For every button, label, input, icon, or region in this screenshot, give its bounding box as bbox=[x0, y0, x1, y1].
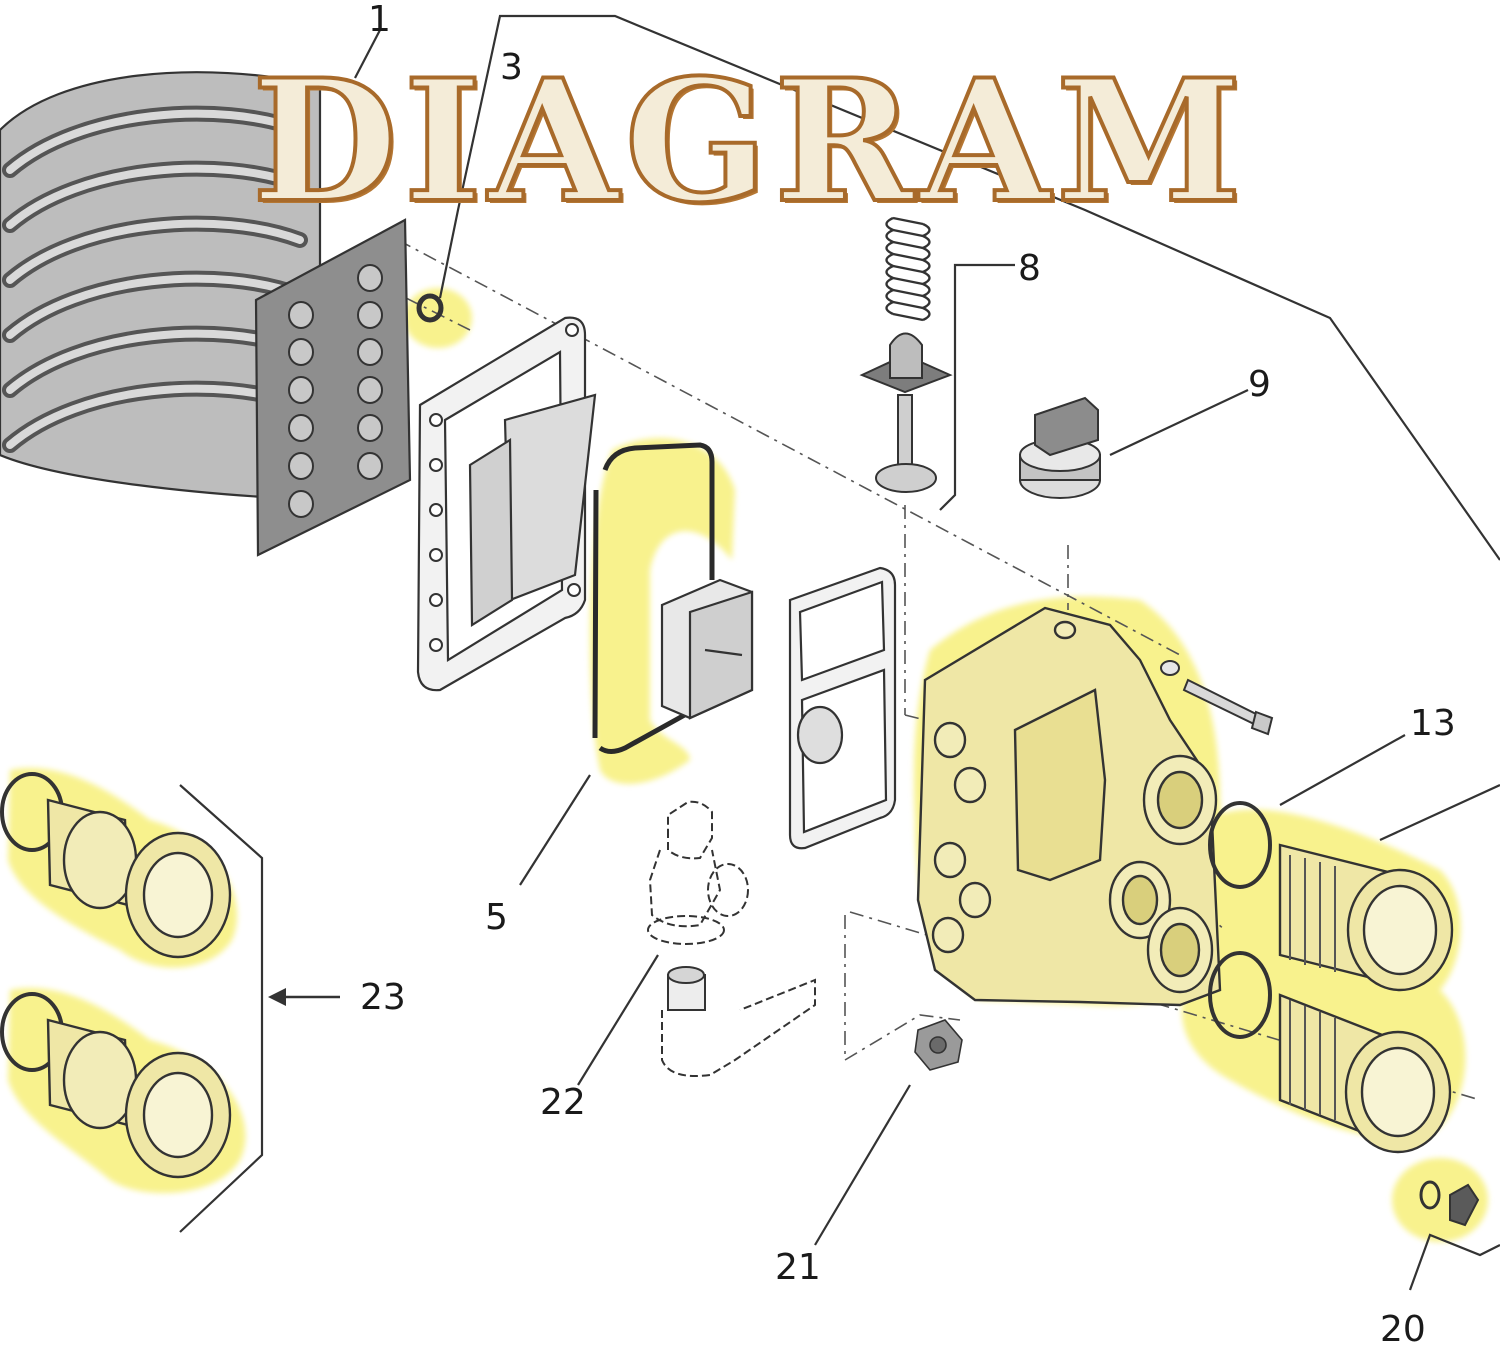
elbow-fitting bbox=[661, 966, 816, 1077]
banner-title: DIAGRAM bbox=[250, 42, 1249, 240]
gasket-part-5 bbox=[592, 442, 715, 754]
callout-13: 13 bbox=[1410, 703, 1456, 744]
leader-1 bbox=[354, 29, 381, 79]
arrow-23 bbox=[268, 988, 340, 1006]
header-body bbox=[916, 606, 1222, 1007]
heat-exchanger-coil bbox=[0, 71, 412, 557]
callout-5: 5 bbox=[485, 897, 508, 938]
inner-gasket bbox=[788, 566, 897, 850]
leader-9 bbox=[1109, 389, 1249, 456]
union-part-23-bottom bbox=[0, 992, 232, 1179]
highlight-gasket-5 bbox=[589, 438, 735, 784]
leader-8 bbox=[939, 263, 1015, 511]
oring-part-3 bbox=[416, 293, 444, 323]
leader-22 bbox=[577, 954, 659, 1086]
fitting-part-20 bbox=[1419, 1180, 1480, 1227]
callout-20: 20 bbox=[1380, 1309, 1426, 1350]
bypass-flapper bbox=[660, 578, 754, 720]
leader-13b bbox=[1379, 784, 1500, 841]
valve-part-8 bbox=[859, 216, 953, 493]
relief-valve-part-22 bbox=[647, 800, 749, 945]
callout-3: 3 bbox=[500, 47, 523, 88]
leader-3 bbox=[438, 14, 1500, 561]
leader-21 bbox=[814, 1084, 911, 1246]
union-part-23-top bbox=[0, 772, 232, 959]
callout-9: 9 bbox=[1248, 364, 1271, 405]
leader-5 bbox=[519, 774, 591, 886]
callout-23: 23 bbox=[360, 977, 406, 1018]
pressure-switch-part-9 bbox=[1019, 396, 1101, 499]
leader-13 bbox=[1279, 734, 1406, 806]
callout-21: 21 bbox=[775, 1247, 821, 1288]
callout-8: 8 bbox=[1018, 248, 1041, 289]
plug-part-21 bbox=[914, 1019, 963, 1071]
callout-1: 1 bbox=[368, 0, 391, 40]
bolt bbox=[1160, 660, 1274, 736]
callout-22: 22 bbox=[540, 1082, 586, 1123]
leader-lines bbox=[179, 14, 1500, 1291]
bracket-23 bbox=[179, 784, 264, 1233]
header-gasket bbox=[416, 316, 597, 692]
adapters-part-13 bbox=[1208, 801, 1454, 1154]
leader-20 bbox=[1408, 1233, 1500, 1291]
